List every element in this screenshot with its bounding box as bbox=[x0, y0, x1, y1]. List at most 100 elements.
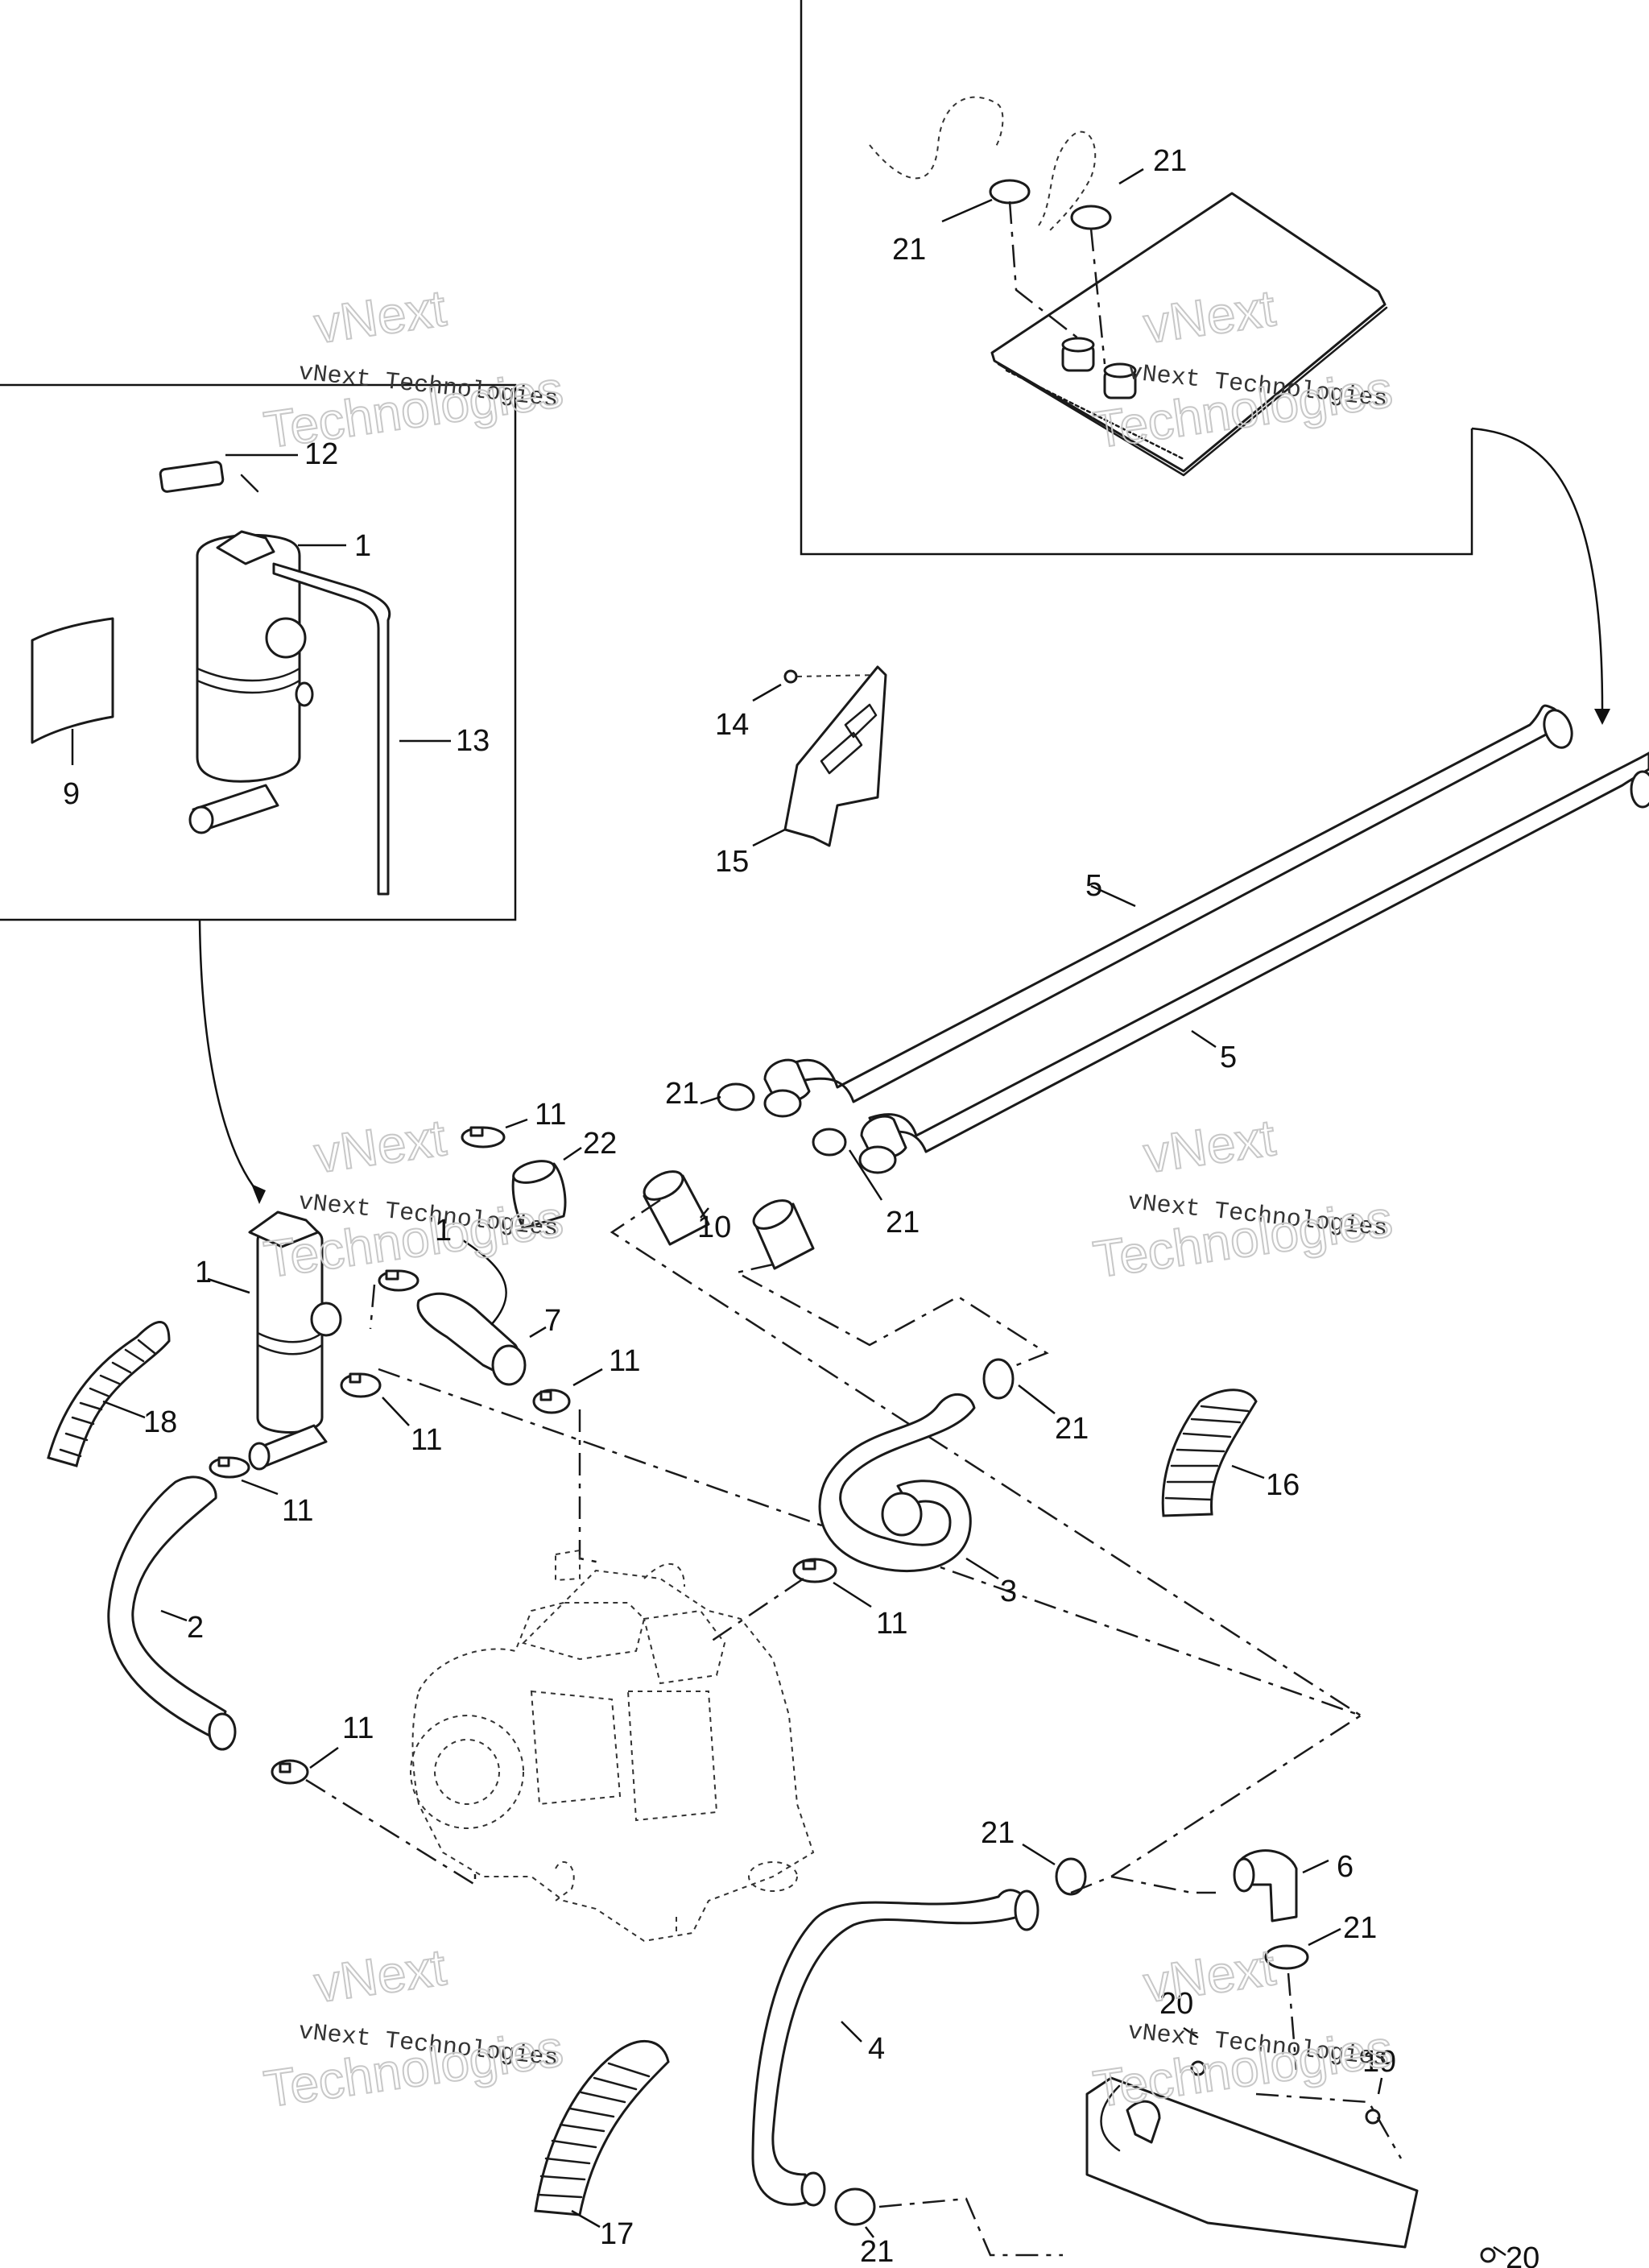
callout-11: 11 bbox=[342, 1711, 374, 1745]
watermark: vNext vNext Technologies Technologies bbox=[260, 1937, 568, 2119]
engine-outline bbox=[411, 1569, 815, 1943]
callout-22: 22 bbox=[583, 1127, 617, 1161]
inset-coolant-tank: 9 12 1 13 bbox=[0, 383, 517, 921]
callout-13: 13 bbox=[456, 724, 490, 758]
callout-21: 21 bbox=[665, 1077, 699, 1111]
hose-clamp bbox=[378, 1269, 419, 1292]
callout-21: 21 bbox=[981, 1816, 1015, 1850]
callout-21: 21 bbox=[886, 1206, 920, 1240]
watermark: vNext vNext Technologies Technologies bbox=[260, 1107, 568, 1289]
engine bbox=[410, 1549, 815, 1943]
long-hose-lower bbox=[868, 751, 1649, 1153]
hose-2: 2 11 bbox=[107, 1475, 477, 1887]
callout-1: 1 bbox=[435, 1214, 452, 1248]
corrugated-hose-16: 16 bbox=[1161, 1389, 1300, 1517]
mounting-bracket-lower: 20 19 20 bbox=[1085, 1987, 1539, 2268]
bracket-assembly: 14 15 bbox=[715, 665, 887, 879]
callout-18: 18 bbox=[143, 1405, 177, 1439]
hose-clamp bbox=[209, 1456, 250, 1479]
callout-15: 15 bbox=[715, 845, 749, 879]
inset-tank-frame bbox=[0, 383, 517, 921]
callout-21: 21 bbox=[1153, 144, 1187, 178]
watermark: vNext vNext Technologies Technologies bbox=[1089, 1937, 1397, 2119]
svg-text:vNext: vNext bbox=[1140, 1938, 1279, 2013]
hose-clamp bbox=[340, 1372, 382, 1398]
long-hoses-5: 5 5 bbox=[763, 704, 1649, 1174]
callout-2: 2 bbox=[187, 1611, 204, 1645]
callout-17: 17 bbox=[600, 2217, 634, 2251]
callout-11: 11 bbox=[411, 1423, 442, 1457]
callout-21: 21 bbox=[860, 2235, 894, 2268]
heat-exchanger bbox=[990, 192, 1387, 473]
phantom-hose-a bbox=[869, 96, 1004, 180]
watermark: vNext vNext Technologies Technologies bbox=[260, 278, 568, 460]
elbow-6 bbox=[1238, 1849, 1298, 1922]
svg-text:vNext: vNext bbox=[311, 1108, 449, 1184]
callout-14: 14 bbox=[715, 708, 749, 742]
callout-4: 4 bbox=[868, 2032, 885, 2066]
callout-6: 6 bbox=[1337, 1850, 1354, 1884]
hose-clamp bbox=[792, 1558, 837, 1583]
o-ring-21 bbox=[1055, 1857, 1087, 1896]
corrugated-hose bbox=[47, 1321, 171, 1467]
mounting-bracket bbox=[783, 665, 887, 847]
callout-7: 7 bbox=[544, 1304, 561, 1338]
lower-bracket bbox=[1085, 2076, 1419, 2249]
corrugated-hose bbox=[534, 2039, 670, 2216]
callout-21: 21 bbox=[892, 233, 926, 267]
o-ring-21 bbox=[1070, 205, 1112, 230]
callout-10: 10 bbox=[697, 1211, 731, 1244]
hose-3-body bbox=[818, 1393, 976, 1572]
connection-arrow-radiator bbox=[1471, 427, 1604, 710]
hose-3: 21 3 11 bbox=[708, 1358, 1089, 1645]
o-ring-21 bbox=[812, 1128, 847, 1157]
callout-12: 12 bbox=[304, 437, 338, 471]
o-ring-21 bbox=[989, 179, 1031, 205]
arrow-head bbox=[1594, 709, 1610, 725]
decal bbox=[31, 617, 114, 744]
hose-4-body bbox=[751, 1889, 1032, 2206]
coolant-tank-assembly: 1 22 11 7 11 bbox=[195, 1098, 1362, 1717]
corrugated-hose bbox=[1161, 1389, 1258, 1517]
hose-clamp bbox=[271, 1759, 309, 1785]
callout-20: 20 bbox=[1506, 2241, 1539, 2268]
callout-5: 5 bbox=[1085, 869, 1102, 903]
callout-20: 20 bbox=[1159, 1987, 1193, 2021]
callout-1: 1 bbox=[354, 529, 371, 563]
hose-connectors: 21 10 21 bbox=[610, 1077, 1362, 1717]
connection-arrow-tank bbox=[198, 919, 258, 1193]
long-hose-upper bbox=[791, 704, 1563, 1103]
hose-clamp bbox=[461, 1126, 506, 1148]
tank-cap bbox=[159, 461, 225, 493]
callout-11: 11 bbox=[609, 1344, 640, 1378]
overflow-hose bbox=[272, 562, 391, 896]
inset-radiator: 21 21 bbox=[800, 0, 1473, 556]
inset-radiator-frame bbox=[800, 0, 1473, 556]
callout-5: 5 bbox=[1220, 1041, 1237, 1074]
callout-3: 3 bbox=[1000, 1575, 1017, 1608]
callout-11: 11 bbox=[282, 1494, 313, 1528]
callout-1: 1 bbox=[195, 1256, 212, 1289]
callout-19: 19 bbox=[1362, 2045, 1396, 2079]
hose-clamp bbox=[532, 1389, 571, 1414]
watermark: vNext vNext Technologies Technologies bbox=[1089, 1107, 1397, 1289]
hose-2-body bbox=[107, 1475, 227, 1741]
callout-16: 16 bbox=[1266, 1468, 1300, 1502]
o-ring-21 bbox=[982, 1358, 1015, 1400]
hose-4: 21 4 21 bbox=[751, 1714, 1362, 2268]
corrugated-hose-17: 17 bbox=[534, 2039, 670, 2251]
heat-exchanger-fittings bbox=[1061, 337, 1137, 399]
callout-21: 21 bbox=[1055, 1412, 1089, 1446]
o-ring-21 bbox=[834, 2187, 876, 2226]
corrugated-hose-18: 18 bbox=[47, 1321, 177, 1467]
callout-11: 11 bbox=[535, 1098, 566, 1132]
o-ring-21 bbox=[717, 1082, 755, 1111]
svg-text:vNext: vNext bbox=[311, 279, 449, 354]
callout-11: 11 bbox=[876, 1607, 907, 1641]
svg-text:vNext: vNext bbox=[311, 1938, 449, 2013]
callout-21: 21 bbox=[1343, 1911, 1377, 1945]
callout-9: 9 bbox=[63, 777, 80, 811]
o-ring-21 bbox=[1264, 1944, 1309, 1970]
phantom-hose-b bbox=[1038, 130, 1097, 234]
